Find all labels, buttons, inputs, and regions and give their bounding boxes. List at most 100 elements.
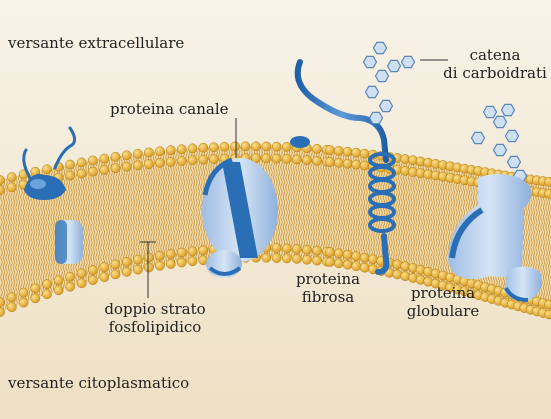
lipid-head xyxy=(281,142,292,152)
channel-protein xyxy=(202,157,278,278)
lipid-head xyxy=(0,297,5,307)
lipid-head xyxy=(187,143,198,154)
lipid-head xyxy=(133,160,143,171)
lipid-head xyxy=(76,278,87,289)
lipid-head xyxy=(176,156,187,166)
label-globular-line1: proteina xyxy=(410,284,476,302)
lipid-head xyxy=(88,275,98,285)
lipid-head xyxy=(281,243,292,254)
lipid-head xyxy=(6,302,17,313)
lipid-head xyxy=(325,257,335,267)
lipid-head xyxy=(333,145,344,156)
lipid-head xyxy=(155,158,165,168)
lipid-head xyxy=(342,146,353,157)
lipid-head xyxy=(271,253,282,263)
lipid-head xyxy=(271,153,282,164)
lipid-head xyxy=(30,283,41,294)
lipid-head xyxy=(198,142,209,153)
sugar-unit xyxy=(482,105,498,119)
lipid-head xyxy=(359,160,370,171)
lipid-head xyxy=(359,252,370,263)
lipid-head xyxy=(230,141,240,152)
lipid-head xyxy=(544,299,551,310)
sugar-unit xyxy=(500,103,516,117)
globular-protein xyxy=(448,174,542,302)
lipid-head xyxy=(351,159,362,170)
lipid-head xyxy=(187,155,198,166)
label-bilayer-line2: fosfolipidico xyxy=(108,318,202,336)
label-fibrous-line1: proteina xyxy=(295,270,361,288)
lipid-head xyxy=(209,142,219,153)
lipid-head xyxy=(292,254,302,264)
lipid-head xyxy=(198,245,209,256)
lipid-head xyxy=(176,247,187,258)
sugar-unit xyxy=(362,55,378,69)
sugar-unit xyxy=(364,85,380,99)
lipid-head xyxy=(187,246,198,257)
lipid-head xyxy=(261,153,272,164)
sugar-unit xyxy=(492,115,508,129)
lipid-head xyxy=(544,176,551,187)
carbohydrate-chains xyxy=(362,41,528,183)
lipid-head xyxy=(333,248,344,259)
lipid-head xyxy=(42,164,52,175)
surface-bump xyxy=(290,136,310,148)
lipid-head xyxy=(271,243,282,253)
lipid-head xyxy=(251,153,261,164)
label-cytoplasmic: versante citoplasmatico xyxy=(8,374,190,392)
lipid-head xyxy=(144,147,154,158)
lipid-head xyxy=(110,269,121,280)
lipid-head xyxy=(144,262,154,273)
lipid-head xyxy=(99,272,110,282)
lipid-head xyxy=(325,145,335,155)
lipid-head xyxy=(53,275,64,286)
lipid-head xyxy=(187,256,198,267)
lipid-head xyxy=(121,267,132,277)
sugar-unit xyxy=(374,69,390,83)
lipid-head xyxy=(6,292,17,303)
lipid-head xyxy=(88,166,98,177)
lipid-head xyxy=(65,281,75,292)
lipid-head xyxy=(18,287,29,298)
label-carbohydrate-chain: catena di carboidrati xyxy=(440,46,550,82)
label-bilayer-line1: doppio strato xyxy=(104,300,206,318)
label-carbohydrate-chain-line1: catena xyxy=(469,46,521,64)
lipid-head xyxy=(53,285,64,296)
lipid-head xyxy=(359,148,370,159)
lipid-head xyxy=(110,163,121,174)
lipid-head xyxy=(240,141,251,152)
lipid-head xyxy=(165,249,176,259)
lipid-head xyxy=(0,175,5,185)
coil-turn xyxy=(368,217,396,233)
lipid-head xyxy=(99,262,110,272)
fibrous-protein xyxy=(294,59,396,275)
lipid-head xyxy=(155,250,165,261)
sugar-unit xyxy=(386,59,402,73)
lipid-head xyxy=(88,265,98,275)
lipid-head xyxy=(271,141,282,152)
lipid-head xyxy=(99,153,110,164)
lipid-head xyxy=(42,279,52,290)
lipid-head xyxy=(302,244,312,255)
lipid-head xyxy=(251,141,261,152)
lipid-head xyxy=(325,247,335,257)
lipid-head xyxy=(99,165,110,175)
sugar-unit xyxy=(492,143,508,157)
lipid-head xyxy=(312,143,322,154)
lipid-head xyxy=(6,172,17,182)
lipid-head xyxy=(312,255,322,266)
lipid-head xyxy=(302,254,312,265)
label-channel-protein: proteina canale xyxy=(110,100,229,118)
sugar-unit xyxy=(372,41,388,55)
lipid-head xyxy=(155,260,165,271)
lipid-head xyxy=(133,254,143,265)
lipid-head xyxy=(165,259,176,269)
sugar-unit xyxy=(504,129,520,143)
lipid-head xyxy=(176,144,187,155)
lipid-head xyxy=(110,151,121,162)
label-fibrous-protein: proteina fibrosa xyxy=(288,270,368,306)
lipid-head xyxy=(333,258,344,269)
lipid-head xyxy=(42,289,52,300)
lipid-head xyxy=(18,297,29,308)
